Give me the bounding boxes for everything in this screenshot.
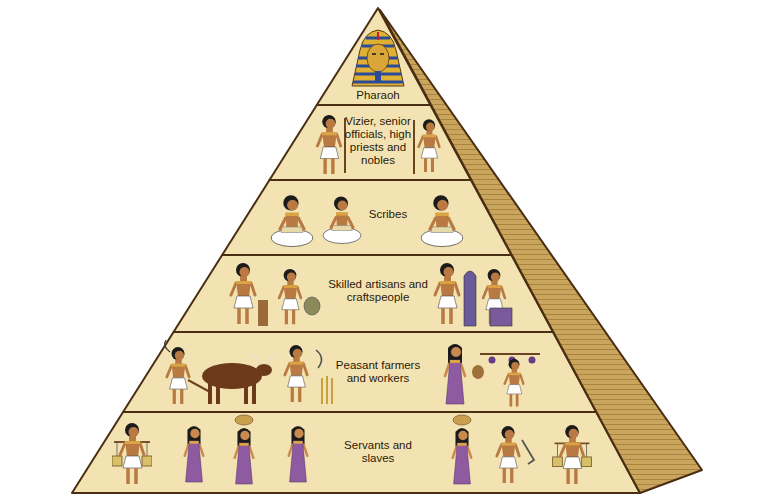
pyramid-tier: Scribes	[220, 178, 514, 257]
carrier-figure	[112, 423, 152, 484]
artisans-figures	[231, 263, 512, 326]
pyramid-tier: Servants and slaves	[69, 410, 642, 495]
peasants-figures	[165, 340, 540, 406]
jar	[453, 415, 471, 425]
vintner-figure	[505, 359, 524, 407]
tier-label: Vizier, senior officials, high priests a…	[342, 115, 414, 167]
carrier-figure	[553, 425, 592, 484]
pot	[304, 297, 320, 315]
workbench	[258, 300, 268, 326]
scribe-figure	[271, 195, 312, 246]
officials	[317, 115, 439, 174]
tier-shape	[174, 255, 553, 332]
digger-figure	[497, 426, 519, 483]
seed-pot	[472, 365, 484, 379]
vizier-figure	[317, 115, 340, 174]
tier-label: Servants and slaves	[333, 439, 423, 465]
pyramid-side-face	[380, 10, 702, 493]
staff	[413, 120, 415, 174]
servant-figure	[289, 426, 308, 482]
servant-figure	[453, 428, 472, 484]
wheat	[322, 376, 332, 404]
hoe	[522, 440, 534, 464]
tier-band	[220, 178, 514, 257]
ploughman-figure	[167, 347, 189, 404]
pharaoh-mask	[352, 30, 404, 86]
reaper-figure	[285, 345, 307, 402]
tier-label: Scribes	[363, 208, 413, 221]
servants-figures	[112, 415, 591, 484]
servant-figure	[185, 426, 204, 482]
tier-label: Peasant farmers and workers	[328, 359, 428, 385]
pyramid-tier: Peasant farmers and workers	[121, 330, 599, 414]
sickle	[316, 350, 322, 368]
tier-shape	[222, 180, 511, 255]
ox	[202, 356, 276, 404]
whip	[165, 340, 170, 352]
tier-label: Skilled artisans and craftspeople	[328, 278, 428, 304]
scribe-figure	[323, 197, 361, 244]
jar	[235, 415, 253, 425]
scribe-figure	[421, 195, 462, 246]
servant-figure	[235, 428, 254, 484]
artisan-figure	[231, 263, 255, 324]
sower-figure	[445, 344, 465, 404]
scribes-figures	[271, 195, 462, 246]
sculptor-figure	[435, 263, 459, 324]
tier-shape	[72, 412, 640, 493]
staff	[344, 118, 346, 173]
statue	[464, 271, 476, 326]
tier-shape	[123, 332, 596, 412]
chest	[490, 308, 512, 326]
potter-figure	[279, 269, 301, 324]
tier-band	[69, 410, 642, 495]
vine	[480, 353, 540, 355]
noble-figure	[419, 119, 440, 172]
tier-label: Pharaoh	[343, 89, 413, 102]
